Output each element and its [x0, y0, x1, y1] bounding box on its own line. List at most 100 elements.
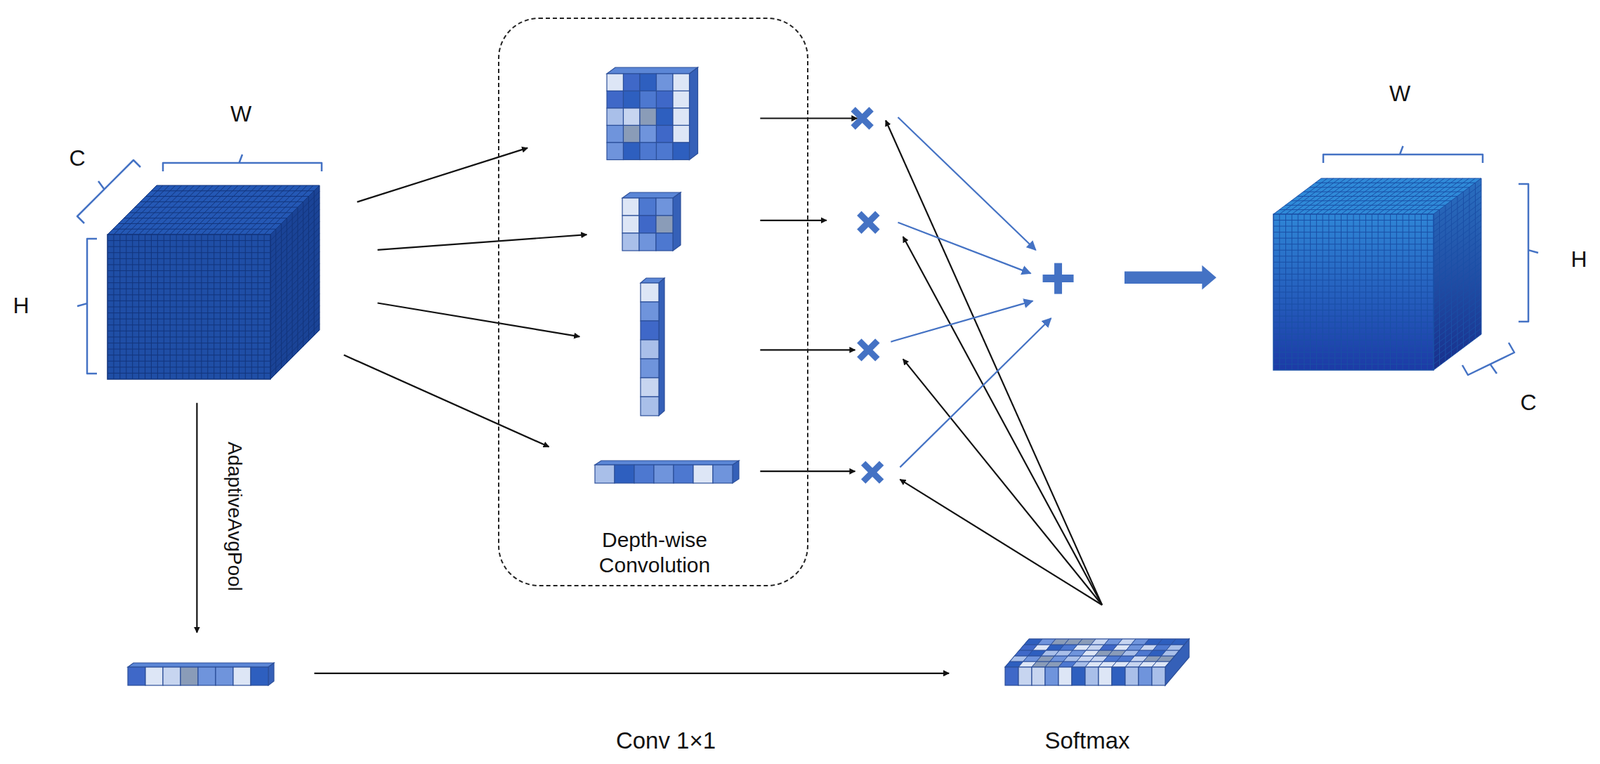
kernel-cell [656, 108, 674, 126]
kernel-top [622, 192, 681, 199]
dimension-bracket [77, 160, 141, 224]
kernel-cell [656, 125, 674, 144]
label: W [230, 101, 252, 127]
grid-line [1273, 273, 1434, 275]
grid-line [270, 251, 320, 301]
arrow [344, 355, 550, 448]
kernel-cell [672, 142, 690, 161]
dimension-bracket [1518, 184, 1539, 322]
kernel-cell [127, 667, 146, 686]
kernel-cell [215, 667, 234, 686]
grid-line [1457, 196, 1459, 353]
kernel-cell [606, 73, 624, 92]
kernel-cell [640, 320, 659, 340]
grid-line [140, 201, 304, 203]
grid-line [120, 185, 170, 235]
kernel-cell [656, 215, 673, 234]
grid-line [1273, 339, 1434, 341]
grid-line [214, 185, 264, 235]
kernel-cell [656, 73, 674, 92]
arrow [195, 403, 198, 633]
grid-line [1273, 238, 1434, 239]
slab-side [1165, 639, 1190, 686]
kernel-cell [640, 302, 659, 321]
arrow [899, 318, 1051, 468]
slab-cell [1151, 667, 1166, 686]
slab-cell [1031, 667, 1046, 686]
grid-line [201, 185, 251, 235]
kernel-side [689, 67, 699, 161]
grid-line [1303, 191, 1464, 193]
slab-cell [1058, 667, 1072, 686]
kernel-cell [606, 108, 624, 126]
kernel-cell [640, 377, 659, 397]
kernel-cell [639, 125, 657, 144]
grid-line [107, 354, 271, 356]
grid-line [107, 318, 271, 320]
grid-line [107, 270, 271, 272]
grid-line [145, 185, 195, 235]
grid-line [157, 185, 207, 235]
grid-line [107, 240, 271, 241]
kernel-cell [672, 91, 690, 109]
kernel-cell [653, 464, 674, 484]
kernel-cell [639, 91, 657, 109]
kernel-cell [198, 667, 216, 686]
grid-line [107, 342, 271, 344]
grid-line [1297, 195, 1458, 197]
kernel-cell [640, 283, 659, 303]
grid-line [1273, 357, 1434, 359]
grid-line [1469, 187, 1471, 344]
kernel-cell [623, 125, 641, 144]
grid-line [1315, 182, 1476, 184]
grid-line [169, 185, 220, 235]
big-arrow [1124, 265, 1217, 291]
arrow [356, 148, 528, 203]
arrow [313, 672, 949, 675]
arrow [899, 479, 1103, 606]
grid-line [270, 227, 320, 277]
grid-line [270, 311, 320, 362]
grid-line [302, 201, 304, 347]
multiply-symbol [863, 463, 882, 482]
kernel-side [672, 192, 681, 251]
grid-line [1474, 182, 1476, 339]
kernel-cell [656, 233, 673, 251]
grid-line [270, 306, 320, 356]
grid-line [163, 185, 213, 235]
kernel-cell [606, 142, 624, 161]
label: H [1570, 247, 1587, 272]
grid-line [1273, 345, 1434, 347]
grid-line [270, 264, 320, 314]
grid-line [1463, 191, 1464, 348]
grid-line [107, 300, 271, 302]
group-title: Depth-wise Convolution [570, 527, 739, 579]
grid-line [270, 294, 320, 344]
grid-line [1273, 226, 1434, 227]
kernel-cell [639, 198, 657, 216]
grid-line [270, 245, 320, 295]
grid-line [107, 246, 271, 248]
grid-line [292, 212, 293, 358]
kernel-cell [640, 396, 659, 416]
grid-line [270, 203, 320, 253]
arrow [903, 358, 1103, 605]
grid-line [270, 281, 320, 331]
arrow [890, 301, 1033, 343]
kernel-cell [693, 464, 713, 484]
grid-line [251, 185, 301, 235]
arrow [377, 302, 581, 337]
kernel-cell [634, 464, 654, 484]
grid-line [1291, 200, 1452, 201]
arrow [885, 120, 1103, 605]
kernel-top [127, 663, 274, 668]
kernel-side [732, 460, 739, 484]
label: W [1389, 81, 1411, 107]
kernel-cell [623, 108, 641, 126]
label: Conv 1×1 [615, 728, 716, 754]
grid-line [280, 223, 282, 369]
grid-line [1273, 261, 1434, 263]
arrow [759, 219, 826, 222]
grid-line [107, 330, 271, 332]
group-box: Depth-wise Convolution [497, 17, 809, 587]
